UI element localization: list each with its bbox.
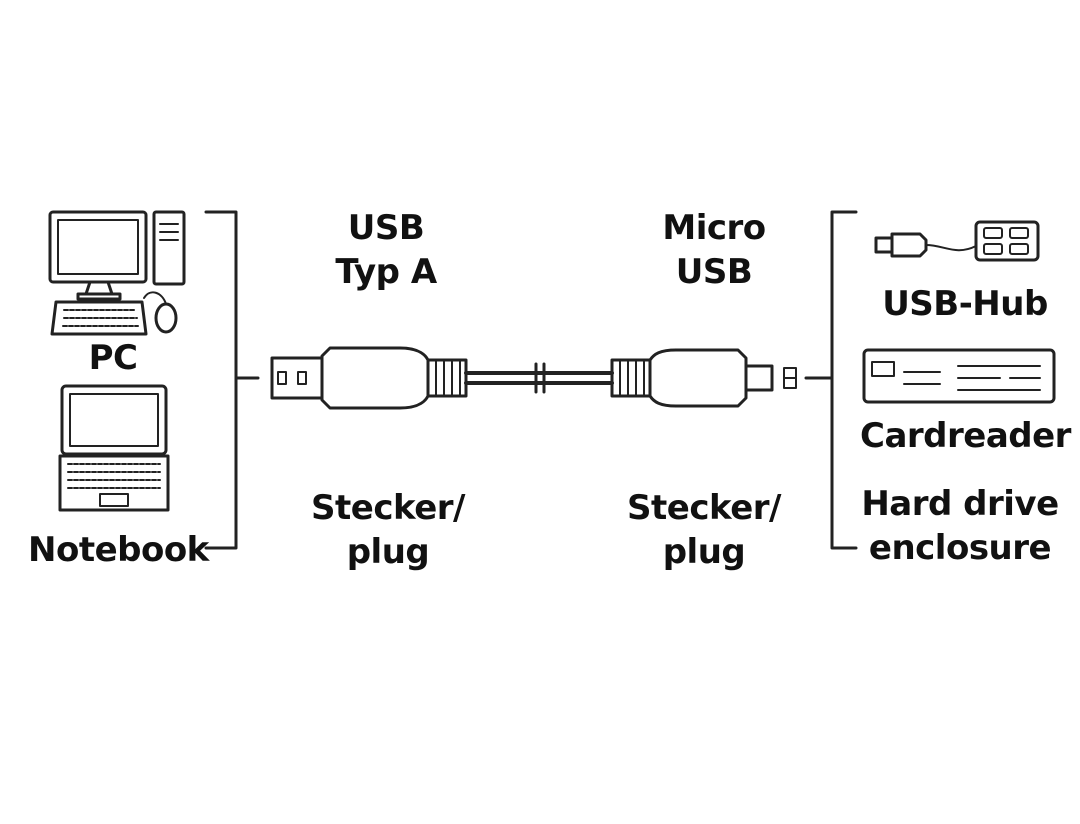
usb-type-a-line1: USB	[347, 208, 425, 248]
right-bracket	[804, 210, 858, 550]
micro-usb-plug-label: Stecker/ plug	[626, 486, 782, 574]
micro-usb-label: Micro USB	[644, 206, 784, 294]
hard-drive-line1: Hard drive	[861, 484, 1059, 524]
notebook-label: Notebook	[28, 530, 209, 570]
usb-type-a-line2: Typ A	[335, 252, 437, 292]
left-bracket	[204, 210, 260, 550]
pc-icon	[48, 210, 186, 336]
micro-usb-line2: USB	[675, 252, 753, 292]
usb-a-plug-line2: plug	[346, 532, 430, 572]
hard-drive-enclosure-label: Hard drive enclosure	[860, 482, 1060, 570]
micro-usb-plug-icon	[610, 348, 797, 408]
micro-usb-plug-line1: Stecker/	[627, 488, 781, 528]
notebook-icon	[58, 384, 170, 512]
usb-hub-icon	[874, 220, 1040, 262]
usb-a-plug-line1: Stecker/	[311, 488, 465, 528]
usb-cable	[464, 362, 614, 394]
micro-usb-plug-line2: plug	[662, 532, 746, 572]
usb-type-a-label: USB Typ A	[318, 206, 454, 294]
usb-a-plug-label: Stecker/ plug	[310, 486, 466, 574]
micro-usb-line1: Micro	[662, 208, 766, 248]
hard-drive-line2: enclosure	[868, 528, 1052, 568]
cardreader-label: Cardreader	[860, 416, 1071, 456]
usb-hub-label: USB-Hub	[882, 284, 1048, 324]
usb-a-plug-icon	[270, 346, 468, 410]
cardreader-icon	[862, 348, 1056, 404]
pc-label: PC	[88, 338, 138, 378]
